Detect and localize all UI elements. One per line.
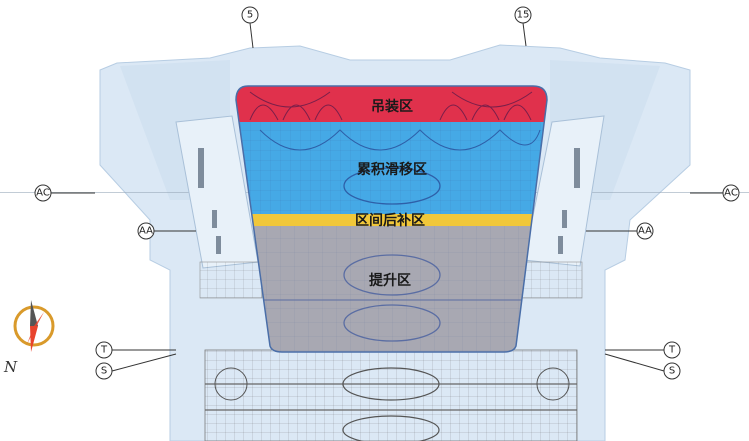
svg-text:AA: AA xyxy=(638,226,652,237)
north-compass-icon: N xyxy=(3,300,55,376)
axis-marker-t-left: T xyxy=(95,341,176,359)
zone-hoisting-area xyxy=(236,86,547,122)
axis-marker-ac-left: AC xyxy=(34,184,95,202)
svg-text:T: T xyxy=(100,345,108,356)
roof-zones xyxy=(236,86,547,352)
lower-truss-grid xyxy=(204,349,578,441)
svg-text:AA: AA xyxy=(139,226,153,237)
compass-north-label: N xyxy=(3,358,18,376)
left-wing-block xyxy=(175,115,263,299)
axis-marker-ac-right: AC xyxy=(690,184,740,202)
svg-text:AC: AC xyxy=(36,188,50,199)
svg-text:T: T xyxy=(668,345,676,356)
label-sliding-zone: 累积滑移区 xyxy=(357,161,427,178)
axis-marker-aa-right: AA xyxy=(586,222,654,240)
axis-marker-s-left: S xyxy=(95,353,177,380)
svg-text:5: 5 xyxy=(247,10,253,21)
right-wing-block xyxy=(519,115,605,299)
label-makeup-zone: 区间后补区 xyxy=(355,212,425,229)
axis-marker-5: 5 xyxy=(241,6,259,49)
axis-marker-s-right: S xyxy=(604,353,681,380)
axis-marker-aa-left: AA xyxy=(137,222,196,240)
svg-text:S: S xyxy=(101,366,107,377)
axis-marker-15: 15 xyxy=(514,6,532,47)
label-lifting-zone: 提升区 xyxy=(369,272,411,289)
svg-text:S: S xyxy=(669,366,675,377)
svg-text:15: 15 xyxy=(517,10,530,21)
label-hoisting-zone: 吊装区 xyxy=(371,98,413,115)
svg-text:AC: AC xyxy=(724,188,738,199)
axis-marker-t-right: T xyxy=(605,341,681,359)
roof-outline xyxy=(235,85,548,353)
zone-makeup-area xyxy=(236,214,547,226)
